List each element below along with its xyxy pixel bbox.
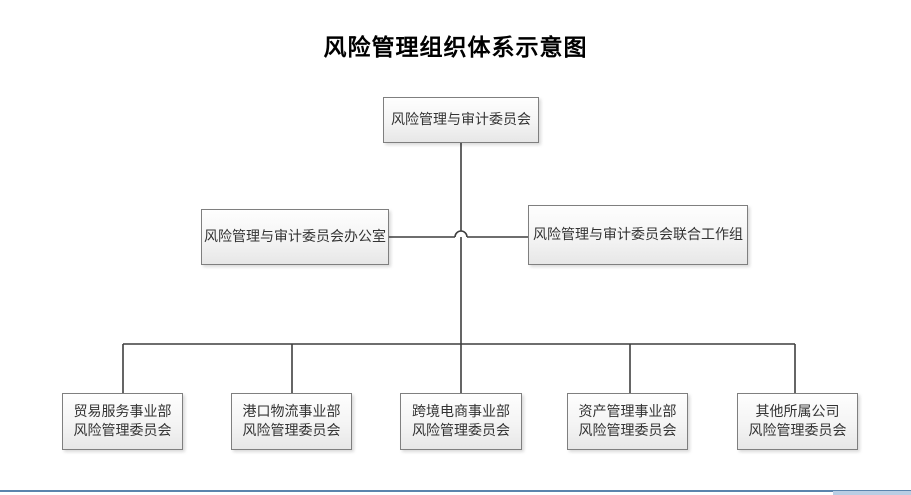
- node-label-line1: 其他所属公司: [755, 404, 840, 420]
- node-label-line2: 风险管理委员会: [73, 423, 172, 439]
- diagram-title: 风险管理组织体系示意图: [323, 34, 588, 60]
- node-port-logistics-division[interactable]: 港口物流事业部 风险管理委员会: [231, 393, 352, 450]
- node-crossborder-ecommerce-division[interactable]: 跨境电商事业部 风险管理委员会: [400, 393, 522, 450]
- node-label: 风险管理与审计委员会联合工作组: [533, 227, 743, 243]
- node-label-line2: 风险管理委员会: [748, 423, 847, 439]
- node-label-line1: 资产管理事业部: [578, 404, 677, 420]
- node-label-line2: 风险管理委员会: [578, 423, 677, 439]
- node-label-line1: 贸易服务事业部: [73, 404, 172, 420]
- node-committee-office[interactable]: 风险管理与审计委员会办公室: [201, 209, 389, 265]
- node-label-line2: 风险管理委员会: [242, 423, 341, 439]
- node-other-subsidiaries[interactable]: 其他所属公司 风险管理委员会: [737, 393, 858, 450]
- node-label-line1: 跨境电商事业部: [412, 404, 510, 420]
- node-label: 风险管理与审计委员会: [391, 112, 531, 128]
- bottom-edge-line: [0, 490, 911, 492]
- node-label-line2: 风险管理委员会: [412, 423, 510, 439]
- node-label-line1: 港口物流事业部: [242, 404, 341, 420]
- node-trade-services-division[interactable]: 贸易服务事业部 风险管理委员会: [62, 393, 183, 450]
- node-risk-audit-committee[interactable]: 风险管理与审计委员会: [383, 97, 539, 143]
- node-committee-joint-workgroup[interactable]: 风险管理与审计委员会联合工作组: [528, 205, 748, 265]
- bottom-scrollbar-segment[interactable]: [833, 490, 911, 495]
- node-asset-management-division[interactable]: 资产管理事业部 风险管理委员会: [567, 393, 688, 450]
- node-label: 风险管理与审计委员会办公室: [204, 229, 386, 245]
